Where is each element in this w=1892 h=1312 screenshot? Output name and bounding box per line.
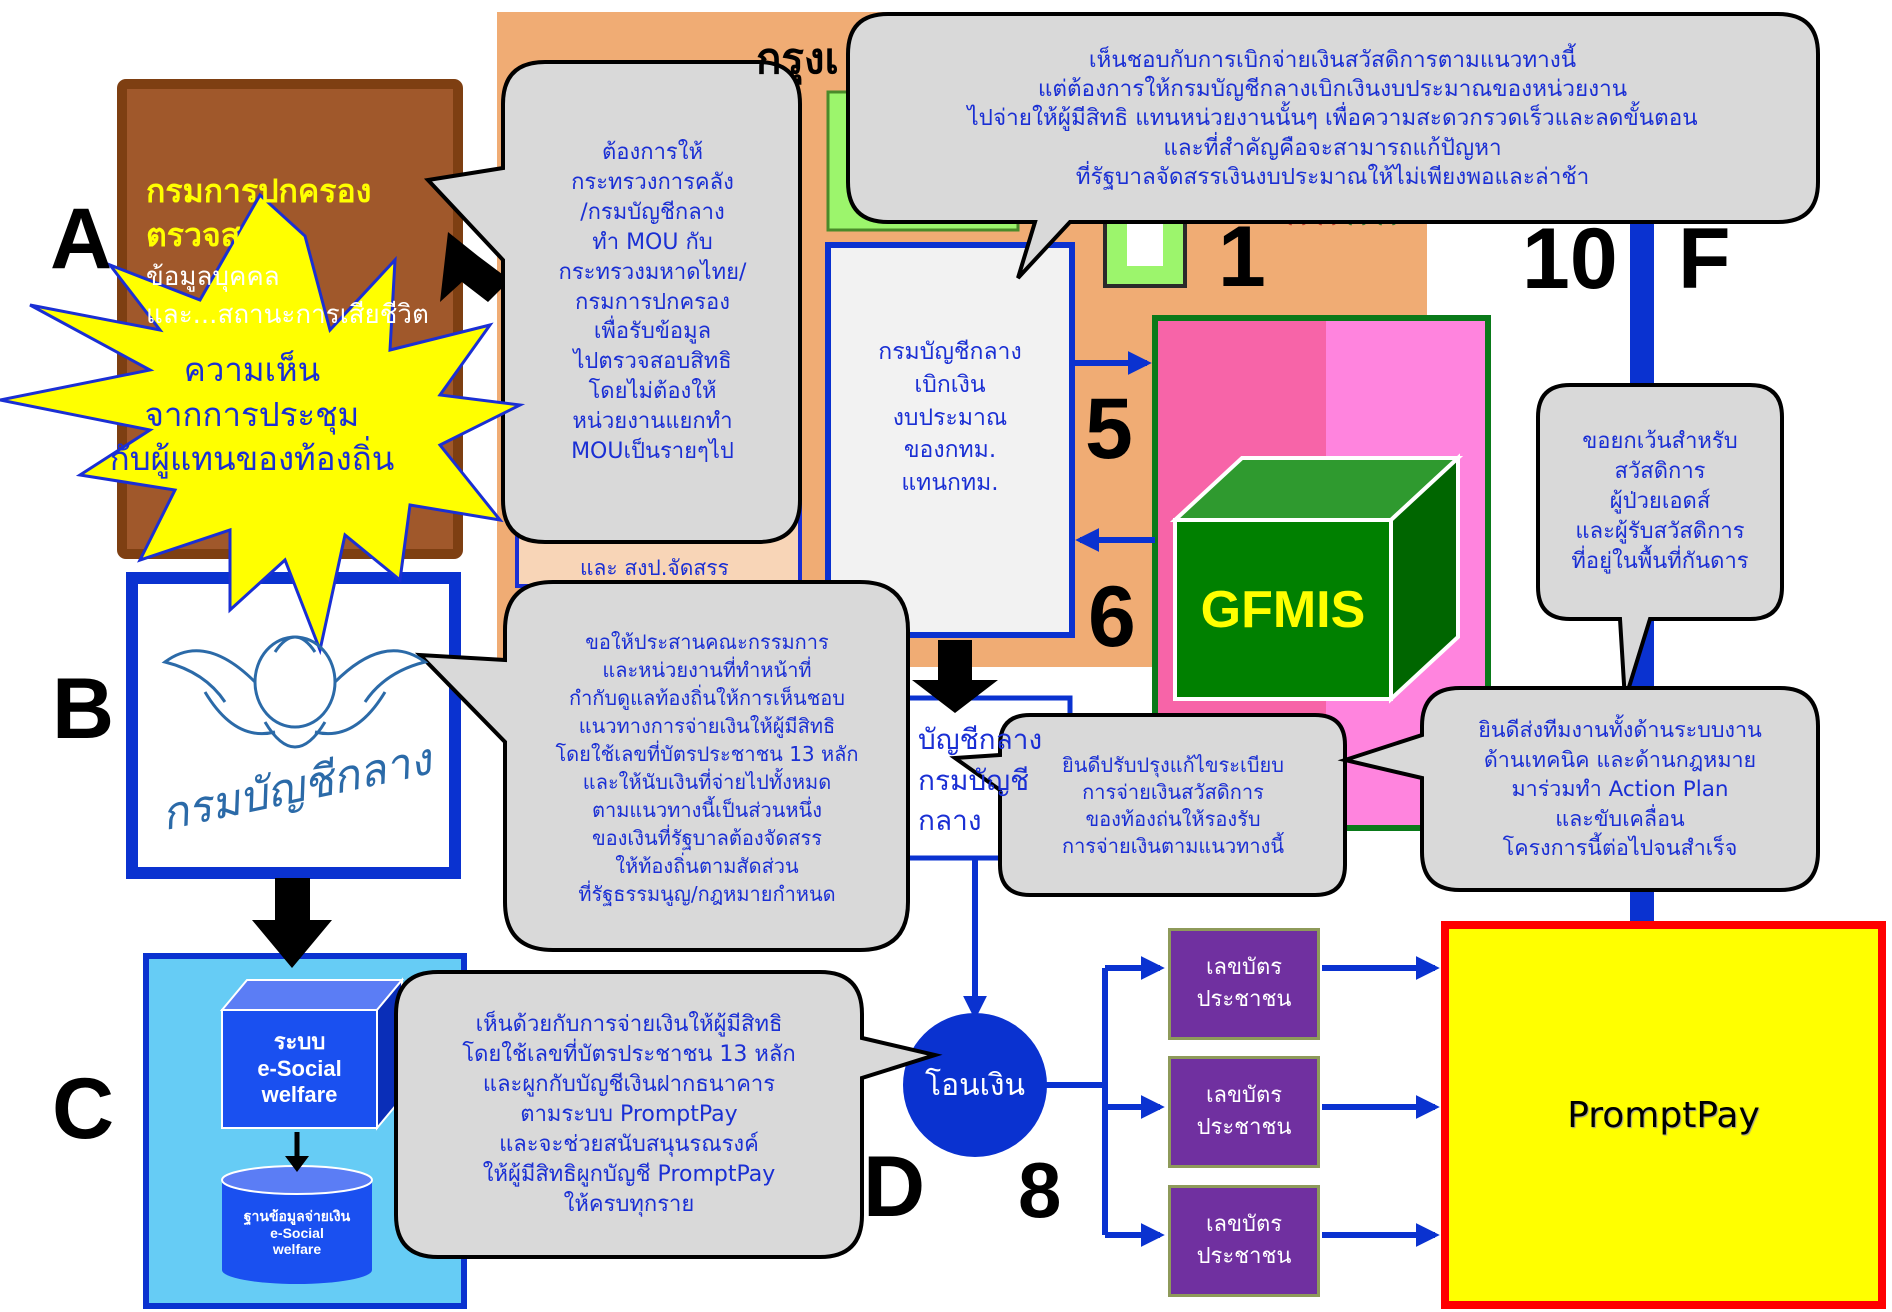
gfmis-cube-icon — [1169, 453, 1464, 704]
esocial-cube-icon — [219, 977, 405, 1131]
step-number-8: 8 — [1018, 1146, 1062, 1234]
garuda-emblem-icon — [161, 635, 429, 749]
gfmis-label: GFMIS — [1200, 580, 1366, 639]
black-arrow-cgd-down — [252, 878, 332, 968]
bubble-exception — [1536, 383, 1784, 701]
step-number-10: 10 — [1522, 211, 1618, 307]
starburst-shape — [0, 192, 526, 656]
bubble-team-text: ยินดีส่งทีมงานทั้งด้านระบบงาน ด้านเทคนิค… — [1478, 717, 1762, 862]
top-partial-title: กรุงเ — [756, 34, 839, 83]
bubble-regulation — [949, 713, 1347, 897]
promptpay-box — [1441, 921, 1886, 1309]
dopa-body-1: ข้อมูลบุคคล — [146, 262, 280, 292]
black-arrow-dopa — [440, 232, 510, 302]
step-number-5: 5 — [1085, 381, 1133, 477]
bubble-exception-text: ขอยกเว้นสำหรับ สวัสดิการ ผู้ป่วยเอดส์ แล… — [1571, 429, 1749, 574]
bubble-promptpay-text: เห็นด้วยกับการจ่ายเงินให้ผู้มีสิทธิ โดยใ… — [462, 1012, 796, 1217]
promptpay-label: PromptPay — [1567, 1094, 1760, 1136]
esocial-system-label: ระบบ e-Social welfare — [257, 1029, 342, 1108]
row-label-f: F — [1678, 211, 1731, 307]
ministry-box-text: บัญชีกลาง กรมบัญชีกลาง — [918, 723, 1043, 838]
transfer-label: โอนเงิน — [924, 1067, 1026, 1103]
dopa-title-1: กรมการปกครอง — [146, 172, 372, 210]
row-label-c: C — [52, 1061, 115, 1157]
dopa-title-2: ตรวจสอบ — [146, 216, 280, 254]
step-number-1: 1 — [1218, 209, 1266, 305]
idcard-2: เลขบัตร ประชาชน — [1168, 1056, 1320, 1168]
bubble-team — [1337, 686, 1820, 892]
budget-bureau-label: และ สงป.จัดสรร — [580, 556, 729, 580]
database-icon — [221, 1165, 373, 1284]
row-label-a: A — [50, 191, 113, 287]
bubble-regulation-text: ยินดีปรับปรุงแก้ไขระเบียบ การจ่ายเงินสวั… — [1061, 752, 1285, 859]
cgd-logo: กรมบัญชีกลาง — [145, 592, 443, 860]
idcard-3: เลขบัตร ประชาชน — [1168, 1185, 1320, 1297]
bubble-promptpay — [394, 970, 943, 1259]
cgd-box — [825, 242, 1075, 638]
bubble-mou-text: ต้องการให้ กระทรวงการคลัง /กรมบัญชีกลาง … — [558, 140, 747, 465]
starburst-text: ความเห็น จากการประชุม กับผู้แทนของท้องถิ… — [109, 350, 395, 479]
cgd-box-text: กรมบัญชีกลาง เบิกเงิน งบประมาณ ของกทม. แ… — [878, 339, 1022, 496]
bubble-committee-text: ขอให้ประสานคณะกรรมการ และหน่วยงานที่ทำหน… — [555, 629, 859, 906]
bubble-top-right — [846, 12, 1820, 280]
dopa-body-2: และ...สถานะการเสียชีวิต — [146, 300, 429, 330]
green-small-inner — [1127, 222, 1163, 266]
step-number-6: 6 — [1088, 569, 1136, 665]
black-arrow-cgd-box-down — [912, 640, 998, 713]
bubble-mou — [423, 60, 802, 544]
bubble-top-right-text: เห็นชอบกับการเบิกจ่ายเงินสวัสดิการตามแนว… — [967, 46, 1698, 190]
transfer-circle — [903, 1013, 1047, 1157]
bubble-committee — [414, 580, 910, 952]
idcard-1: เลขบัตร ประชาชน — [1168, 928, 1320, 1040]
row-label-b: B — [52, 661, 115, 757]
row-label-d: D — [863, 1139, 926, 1235]
esocial-database-label: ฐานข้อมูลจ่ายเงิน e-Social welfare — [243, 1207, 351, 1258]
